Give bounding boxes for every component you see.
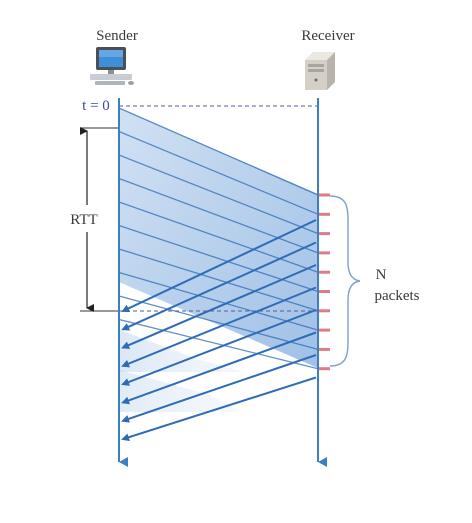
ack-arrow — [121, 241, 317, 331]
ack-arrow — [121, 219, 317, 313]
packet-lines — [118, 107, 319, 370]
faded-packet-region — [120, 330, 245, 412]
packet-arrival-tick — [319, 212, 330, 216]
packet-window-band — [119, 108, 318, 368]
ack-arrow — [121, 354, 317, 423]
ack-arrow — [121, 376, 317, 442]
desktop-computer-icon — [90, 47, 134, 85]
packet-arrival-tick — [319, 367, 330, 371]
packets-label-n: N — [376, 267, 387, 283]
ack-arrow — [121, 286, 317, 368]
ack-arrow — [121, 264, 317, 349]
packet-line — [118, 177, 319, 254]
packet-line — [118, 318, 319, 370]
server-tower-icon — [305, 52, 335, 90]
packet-arrival-tick — [319, 309, 330, 313]
packet-line — [118, 271, 319, 331]
packet-line — [118, 224, 319, 293]
packets-label-text: packets — [375, 288, 420, 304]
packet-arrival-tick — [319, 290, 330, 293]
packet-line — [118, 130, 319, 215]
packet-arrival-tick — [319, 232, 330, 236]
packet-line — [118, 201, 319, 273]
ack-arrow — [121, 331, 317, 405]
receiver-label: Receiver — [301, 28, 354, 44]
ack-arrows — [121, 219, 317, 442]
packet-arrival-tick — [319, 251, 330, 255]
packet-line — [118, 107, 319, 196]
packets-brace — [329, 195, 361, 367]
ack-arrow — [121, 309, 317, 386]
sender-label: Sender — [96, 28, 138, 44]
packet-arrival-tick — [319, 347, 330, 351]
packet-arrival-tick — [319, 328, 330, 332]
packet-line — [118, 295, 319, 351]
packet-arrival-ticks — [319, 193, 330, 371]
packet-line — [118, 154, 319, 235]
time-zero-label: t = 0 — [82, 98, 110, 114]
packet-arrival-tick — [319, 193, 330, 197]
packet-arrival-tick — [319, 270, 330, 274]
rtt-label: RTT — [70, 212, 97, 228]
